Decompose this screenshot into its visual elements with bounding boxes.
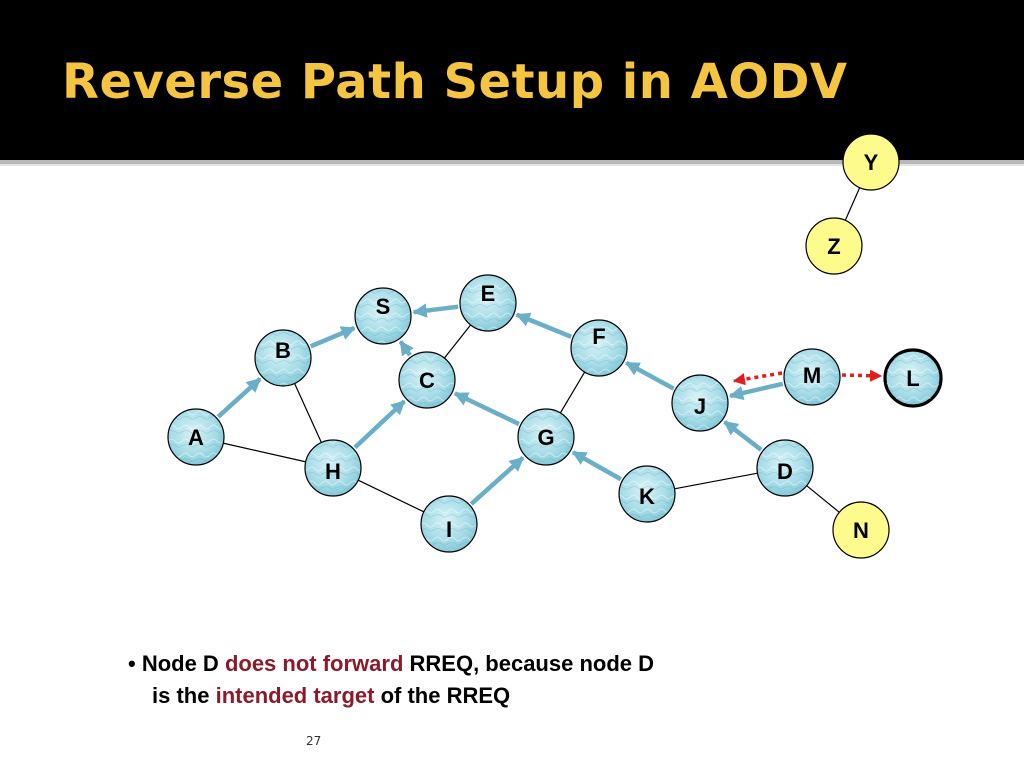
node-texture	[758, 441, 812, 495]
node-label-f: F	[592, 324, 605, 349]
node-label-y: Y	[864, 150, 879, 175]
reverse-path-arrow-c-s	[398, 340, 414, 357]
reverse-path-arrow-i-g	[469, 456, 525, 506]
reverse-path-arrow-j-f	[624, 360, 675, 391]
reverse-path-arrow-b-s	[309, 325, 356, 349]
node-label-z: Z	[827, 234, 840, 259]
node-label-e: E	[481, 281, 496, 306]
rreq-layer	[732, 369, 883, 386]
node-label-b: B	[275, 338, 291, 363]
link-b-h	[293, 381, 323, 445]
node-label-k: K	[639, 484, 655, 509]
node-circle	[842, 133, 900, 191]
node-l: L	[883, 348, 943, 408]
node-label-d: D	[777, 459, 793, 484]
nodes-layer: S E F B C M L J A G H D K I N Y Z	[167, 133, 943, 559]
title-divider	[0, 160, 1024, 164]
caption-text: of the RREQ	[374, 683, 511, 708]
caption-highlight: intended target	[215, 683, 375, 708]
node-j: J	[671, 374, 729, 432]
link-a-h	[221, 442, 308, 463]
node-label-h: H	[325, 459, 341, 484]
node-n: N	[832, 501, 890, 559]
title-divider-shadow	[0, 164, 1024, 166]
caption-line-2: is the intended target of the RREQ	[128, 680, 654, 712]
reverse-path-arrow-f-e	[515, 312, 573, 339]
node-label-g: G	[537, 425, 554, 450]
node-texture	[169, 410, 223, 464]
node-texture	[422, 497, 476, 551]
reverse-path-arrow-m-j	[728, 381, 784, 401]
title-bar	[0, 0, 1024, 160]
links-layer	[221, 185, 862, 515]
node-k: K	[618, 465, 676, 523]
node-g: G	[517, 408, 575, 466]
node-texture	[785, 350, 839, 404]
node-label-a: A	[188, 425, 204, 450]
node-label-c: C	[419, 368, 435, 393]
link-k-d	[672, 472, 760, 490]
reverse-path-arrow-a-b	[216, 377, 262, 419]
node-s: S	[354, 287, 412, 345]
caption-text: • Node D	[128, 651, 225, 676]
rreq-arrow-m-j	[732, 371, 783, 386]
node-texture	[461, 276, 515, 330]
node-texture	[306, 441, 360, 495]
node-label-s: S	[376, 294, 391, 319]
node-texture	[519, 410, 573, 464]
node-texture	[400, 353, 454, 407]
node-texture	[256, 331, 310, 385]
node-label-n: N	[853, 518, 869, 543]
node-circle	[805, 217, 863, 275]
slide-title: Reverse Path Setup in AODV	[62, 54, 848, 110]
node-m: M	[783, 348, 841, 406]
slide-number: 27	[306, 734, 322, 748]
node-label-i: I	[446, 517, 452, 542]
link-f-g	[558, 370, 587, 415]
link-c-e	[442, 323, 473, 360]
link-d-n	[804, 483, 842, 515]
node-texture	[886, 351, 940, 405]
reverse-path-arrow-h-c	[353, 399, 406, 450]
node-texture	[356, 289, 410, 343]
caption: • Node D does not forward RREQ, because …	[128, 648, 654, 712]
node-label-l: L	[906, 366, 919, 391]
node-circle	[832, 501, 890, 559]
caption-text: is the	[152, 683, 216, 708]
rreq-arrow-m-l	[841, 369, 883, 382]
reverse-path-arrow-d-j	[723, 420, 763, 452]
node-h: H	[304, 439, 362, 497]
node-label-m: M	[803, 363, 821, 388]
reverse-path-arrow-k-g	[571, 450, 622, 482]
reverse-path-arrow-e-s	[412, 303, 459, 318]
caption-text: RREQ, because node D	[403, 651, 655, 676]
node-z: Z	[805, 217, 863, 275]
link-h-i	[356, 478, 426, 514]
node-i: I	[420, 495, 478, 553]
node-texture	[620, 467, 674, 521]
node-texture	[673, 376, 727, 430]
node-a: A	[167, 408, 225, 466]
caption-line-1: • Node D does not forward RREQ, because …	[128, 648, 654, 680]
node-e: E	[459, 274, 517, 332]
node-label-j: J	[694, 394, 706, 419]
node-c: C	[398, 351, 456, 409]
arrows-layer	[216, 303, 784, 506]
node-f: F	[570, 319, 628, 377]
link-z-y	[843, 185, 862, 223]
reverse-path-arrow-g-c	[453, 391, 520, 427]
node-d: D	[756, 439, 814, 497]
node-y: Y	[842, 133, 900, 191]
caption-highlight: does not forward	[224, 651, 404, 676]
node-b: B	[254, 329, 312, 387]
node-texture	[572, 321, 626, 375]
